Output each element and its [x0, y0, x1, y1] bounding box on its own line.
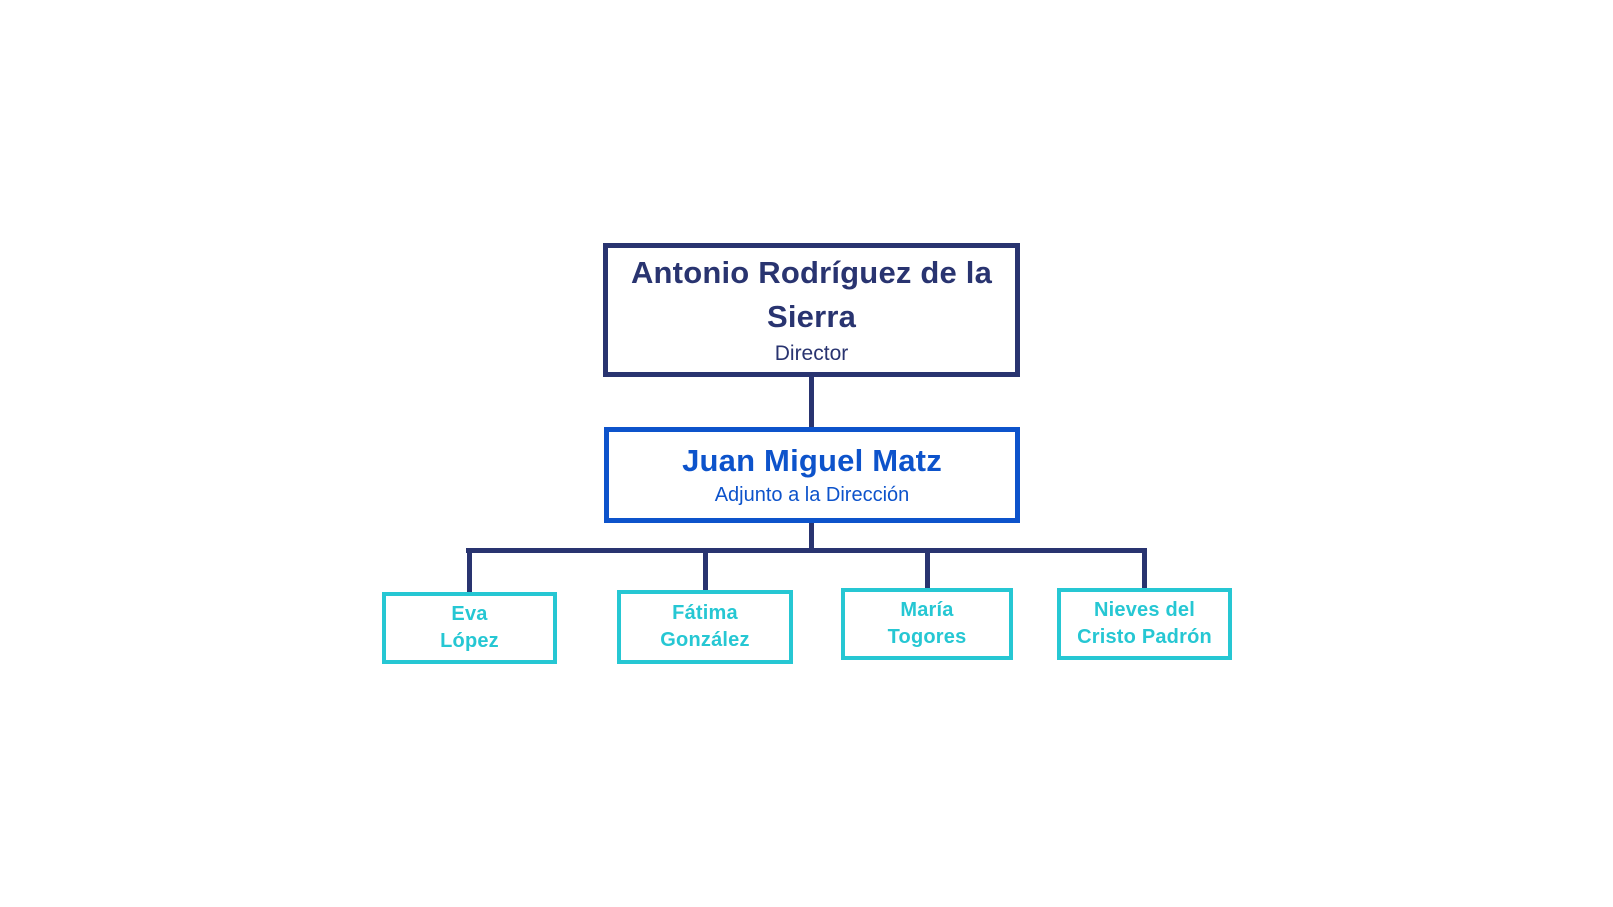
connector-drop-eva: [467, 548, 472, 594]
org-node-nieves-del-cristo-padron[interactable]: Nieves del Cristo Padrón: [1057, 588, 1232, 660]
staff-name-line: López: [440, 630, 499, 652]
connector-director-to-deputy: [809, 376, 814, 427]
connector-drop-fatima: [703, 548, 708, 592]
org-node-eva-lopez[interactable]: Eva López: [382, 592, 557, 664]
org-node-director[interactable]: Antonio Rodríguez de la Sierra Director: [603, 243, 1020, 377]
staff-name-line: González: [660, 629, 750, 651]
staff-name-line: Fátima: [672, 602, 738, 624]
staff-name-line: María: [900, 599, 954, 621]
deputy-name: Juan Miguel Matz: [682, 443, 942, 478]
connector-horizontal-bus: [466, 548, 1147, 553]
connector-drop-nieves: [1142, 548, 1147, 590]
org-node-maria-togores[interactable]: María Togores: [841, 588, 1013, 660]
staff-name-line: Cristo Padrón: [1077, 626, 1212, 648]
org-node-fatima-gonzalez[interactable]: Fátima González: [617, 590, 793, 664]
staff-name-line: Togores: [887, 626, 967, 648]
org-node-deputy[interactable]: Juan Miguel Matz Adjunto a la Dirección: [604, 427, 1020, 523]
staff-name-line: Nieves del: [1094, 599, 1195, 621]
connector-drop-maria: [925, 548, 930, 590]
deputy-role: Adjunto a la Dirección: [714, 484, 910, 506]
director-name: Antonio Rodríguez de la Sierra: [630, 255, 993, 334]
director-role: Director: [774, 342, 849, 365]
staff-name-line: Eva: [451, 603, 488, 625]
connector-deputy-to-bus: [809, 521, 814, 548]
